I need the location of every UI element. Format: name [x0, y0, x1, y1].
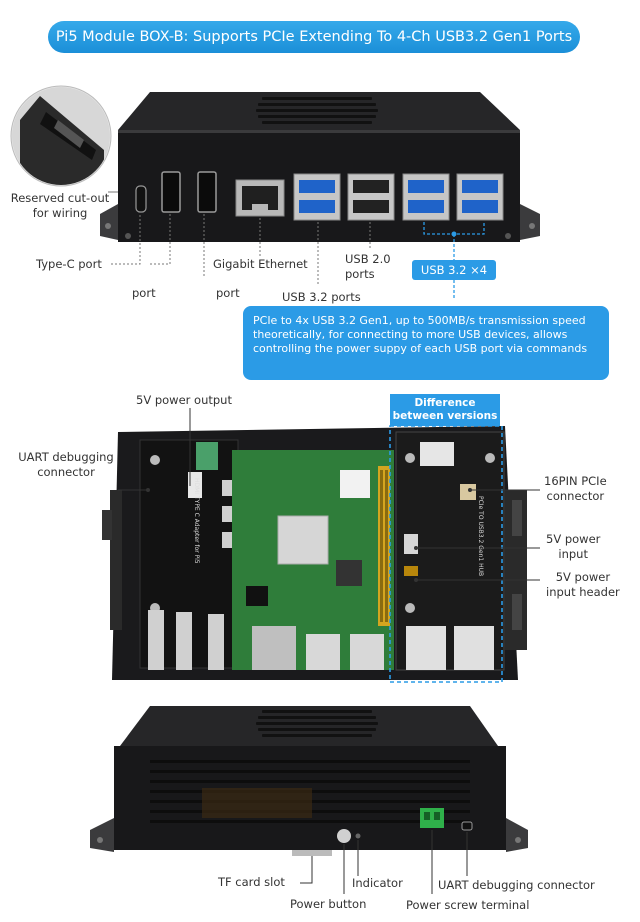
type-c-port-label: Type-C port: [36, 257, 102, 271]
pcie-connector-label: 16PIN PCIe connector: [544, 474, 607, 503]
tf-card-slot-label: TF card slot: [218, 875, 285, 889]
usb32-ports-label: USB 3.2 ports: [282, 290, 361, 304]
pcie-description-box: PCIe to 4x USB 3.2 Gen1, up to 500MB/s t…: [243, 306, 609, 380]
board-illustration: [102, 408, 540, 683]
top-case-illustration: [10, 85, 540, 300]
rear-case-illustration: [90, 706, 528, 894]
pcb-silkscreen-label: HDMI TYPE C Adapter for Pi5: [193, 478, 200, 564]
pcb-silkscreen-label-2: PCIe TO USB3.2 Gen1 HUB: [477, 496, 484, 576]
hdmi-port-1-label: port: [132, 286, 156, 300]
difference-badge: Difference between versions: [390, 394, 500, 426]
cutout-zoom-circle: [10, 85, 112, 187]
pcb-label-wrapper-2: PCIe TO USB3.2 Gen1 HUB: [374, 496, 484, 576]
power-input-header-label: 5V power input header: [546, 570, 620, 599]
power-input-label: 5V power input: [546, 532, 601, 561]
usb20-ports-label: USB 2.0 ports: [345, 252, 391, 281]
hdmi-port-2-label: port: [216, 286, 240, 300]
usb32-x4-badge: USB 3.2 ×4: [412, 260, 496, 280]
power-screw-terminal-label: Power screw terminal: [406, 898, 530, 912]
power-output-label: 5V power output: [136, 393, 232, 407]
uart-connector-label: UART debugging connector: [18, 450, 114, 479]
power-button-label: Power button: [290, 897, 367, 911]
reserved-cutout-label: Reserved cut-out for wiring: [10, 191, 110, 220]
gigabit-ethernet-label: Gigabit Ethernet: [213, 257, 308, 271]
pcb-label-wrapper: HDMI TYPE C Adapter for Pi5: [118, 478, 200, 564]
indicator-label: Indicator: [352, 876, 403, 890]
uart-connector-rear-label: UART debugging connector: [438, 878, 595, 892]
page-title: Pi5 Module BOX-B: Supports PCIe Extendin…: [48, 21, 580, 53]
